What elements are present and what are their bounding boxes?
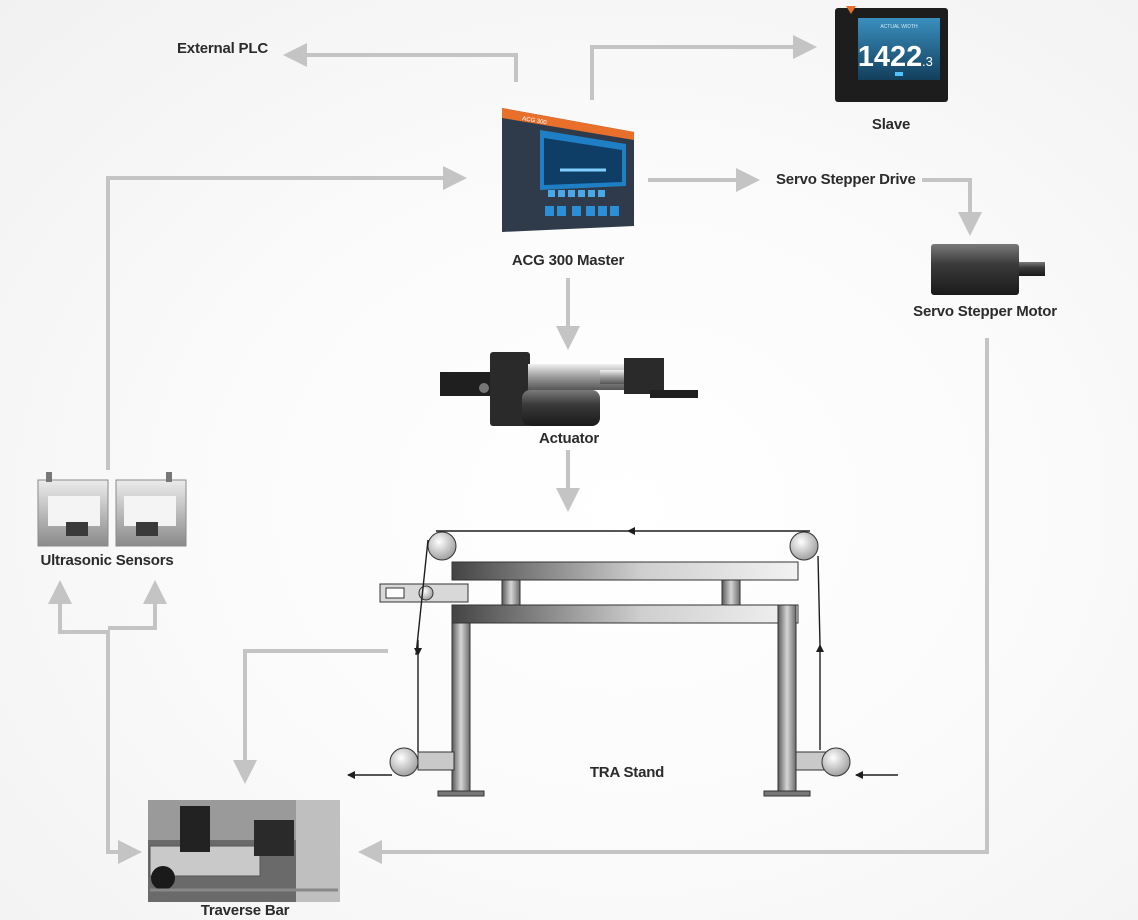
label-acg-300-master: ACG 300 Master [511, 252, 625, 269]
label-actuator: Actuator [538, 430, 600, 447]
tra-stand-device [347, 527, 898, 797]
arrow-traverse-to-sensors-right [108, 580, 167, 630]
pulley-bottom-left [389, 747, 419, 777]
label-servo-stepper-motor: Servo Stepper Motor [913, 303, 1057, 320]
pulley-top-right [789, 531, 819, 561]
pulley-bottom-right [821, 747, 851, 777]
slave-value-text: 1422 [858, 41, 923, 73]
master-brand-text: ACG 300 [522, 116, 548, 126]
arrow-motor-to-traverse-bar [358, 338, 989, 864]
arrow-master-to-external-plc [283, 43, 518, 82]
label-slave: Slave [871, 116, 911, 133]
stand-top-beam [451, 561, 799, 581]
arrow-stand-to-traverse-bar [233, 649, 388, 784]
label-tra-stand: TRA Stand [589, 764, 665, 781]
flow-arrows [48, 35, 989, 864]
servo-stepper-motor-device [931, 244, 1045, 295]
ultrasonic-sensors-device [37, 472, 187, 547]
slave-device: ACTUAL WIDTH 1422 .3 [835, 6, 948, 102]
arrow-traverse-to-sensors [48, 580, 110, 852]
label-servo-stepper-drive: Servo Stepper Drive [776, 171, 916, 188]
slave-caption-text: ACTUAL WIDTH [880, 24, 918, 30]
slave-decimal-text: .3 [922, 54, 933, 69]
stand-right-leg [777, 604, 797, 794]
label-external-plc: External PLC [177, 40, 268, 57]
label-traverse-bar: Traverse Bar [200, 902, 290, 919]
arrow-master-to-slave [590, 35, 817, 100]
acg-300-master-device: ACG 300 [502, 108, 634, 232]
label-ultrasonic-sensors: Ultrasonic Sensors [40, 552, 174, 569]
arrow-sensors-to-master [106, 166, 467, 470]
stand-left-leg [451, 622, 471, 794]
stand-lower-beam [451, 604, 799, 624]
arrow-drive-to-motor [922, 178, 982, 236]
actuator-device [440, 352, 698, 426]
pulley-top-left [427, 531, 457, 561]
arrow-sensors-down-to-traverse [106, 838, 142, 864]
traverse-bar-photo [148, 800, 340, 902]
